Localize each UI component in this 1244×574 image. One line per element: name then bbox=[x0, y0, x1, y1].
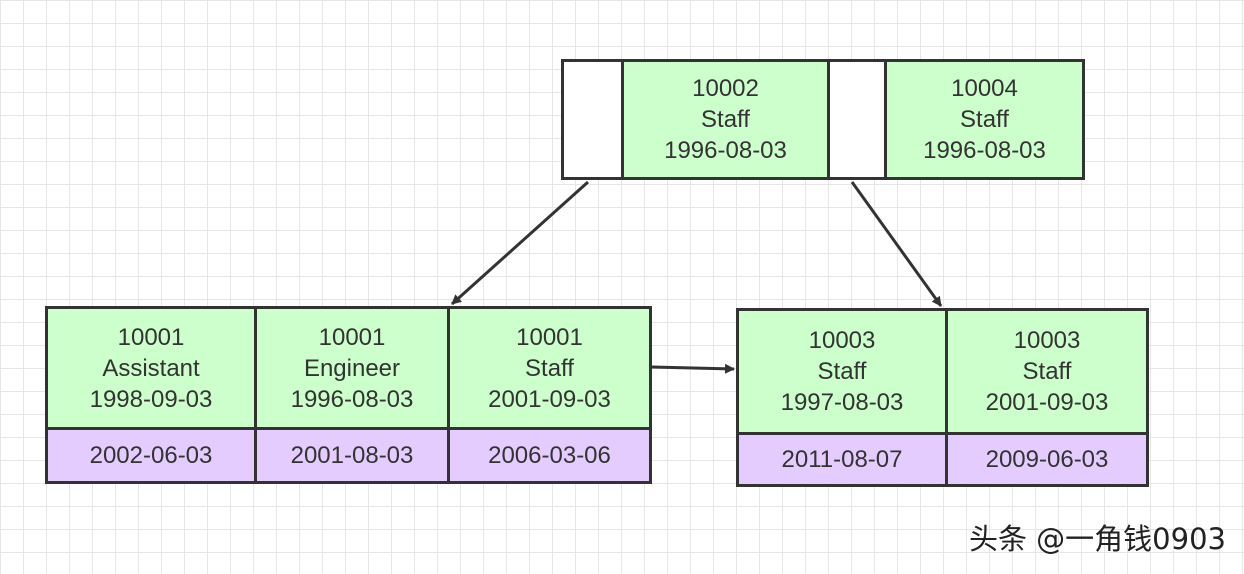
root-pointer-1 bbox=[564, 62, 621, 177]
key-title: Staff bbox=[1022, 358, 1072, 385]
key-date: 1997-08-03 bbox=[780, 389, 904, 416]
watermark-text: 头条 @一角钱0903 bbox=[968, 522, 1226, 556]
root-node: 10002 Staff 1996-08-03 10004 Staff 1996-… bbox=[561, 59, 1085, 180]
key-id: 10001 bbox=[117, 323, 185, 351]
left-leaf-key-row: 10001 Assistant 1998-09-03 10001 Enginee… bbox=[48, 309, 649, 430]
left-leaf-value-3: 2006-03-06 bbox=[447, 430, 649, 481]
left-leaf-key-2: 10001 Engineer 1996-08-03 bbox=[254, 309, 447, 427]
key-date: 2001-09-03 bbox=[488, 385, 611, 413]
key-date: 1998-09-03 bbox=[89, 385, 213, 413]
key-date: 1996-08-03 bbox=[664, 137, 787, 164]
root-key-2: 10004 Staff 1996-08-03 bbox=[884, 62, 1082, 177]
edge-leaf-sibling-link bbox=[651, 363, 735, 374]
right-leaf-key-2: 10003 Staff 2001-09-03 bbox=[945, 311, 1146, 432]
edge-root-to-left-leaf bbox=[450, 180, 590, 306]
key-id: 10004 bbox=[951, 75, 1018, 102]
right-leaf-node: 10003 Staff 1997-08-03 10003 Staff 2001-… bbox=[736, 308, 1149, 487]
key-id: 10003 bbox=[1013, 327, 1081, 354]
key-title: Engineer bbox=[303, 354, 401, 382]
key-date: 1996-08-03 bbox=[923, 137, 1046, 164]
key-date: 2001-09-03 bbox=[985, 389, 1109, 416]
key-id: 10002 bbox=[692, 75, 759, 102]
key-title: Staff bbox=[525, 354, 574, 382]
key-id: 10003 bbox=[808, 327, 876, 354]
right-leaf-key-1: 10003 Staff 1997-08-03 bbox=[739, 311, 945, 432]
right-leaf-value-2: 2009-06-03 bbox=[945, 435, 1146, 484]
key-title: Staff bbox=[701, 106, 750, 133]
left-leaf-value-2: 2001-08-03 bbox=[254, 430, 447, 481]
left-leaf-key-1: 10001 Assistant 1998-09-03 bbox=[48, 309, 254, 427]
root-pointer-2 bbox=[827, 62, 884, 177]
key-id: 10001 bbox=[516, 323, 583, 351]
left-leaf-key-3: 10001 Staff 2001-09-03 bbox=[447, 309, 649, 427]
right-leaf-value-row: 2011-08-07 2009-06-03 bbox=[739, 435, 1146, 484]
key-title: Staff bbox=[817, 358, 867, 385]
left-leaf-value-1: 2002-06-03 bbox=[48, 430, 254, 481]
right-leaf-value-1: 2011-08-07 bbox=[739, 435, 945, 484]
key-title: Staff bbox=[960, 106, 1009, 133]
left-leaf-value-row: 2002-06-03 2001-08-03 2006-03-06 bbox=[48, 430, 649, 481]
edge-root-to-right-leaf bbox=[850, 181, 943, 307]
key-title: Assistant bbox=[102, 354, 200, 382]
key-id: 10001 bbox=[318, 323, 386, 351]
left-leaf-node: 10001 Assistant 1998-09-03 10001 Enginee… bbox=[45, 306, 652, 484]
root-key-1: 10002 Staff 1996-08-03 bbox=[621, 62, 827, 177]
key-date: 1996-08-03 bbox=[290, 385, 414, 413]
right-leaf-key-row: 10003 Staff 1997-08-03 10003 Staff 2001-… bbox=[739, 311, 1146, 435]
